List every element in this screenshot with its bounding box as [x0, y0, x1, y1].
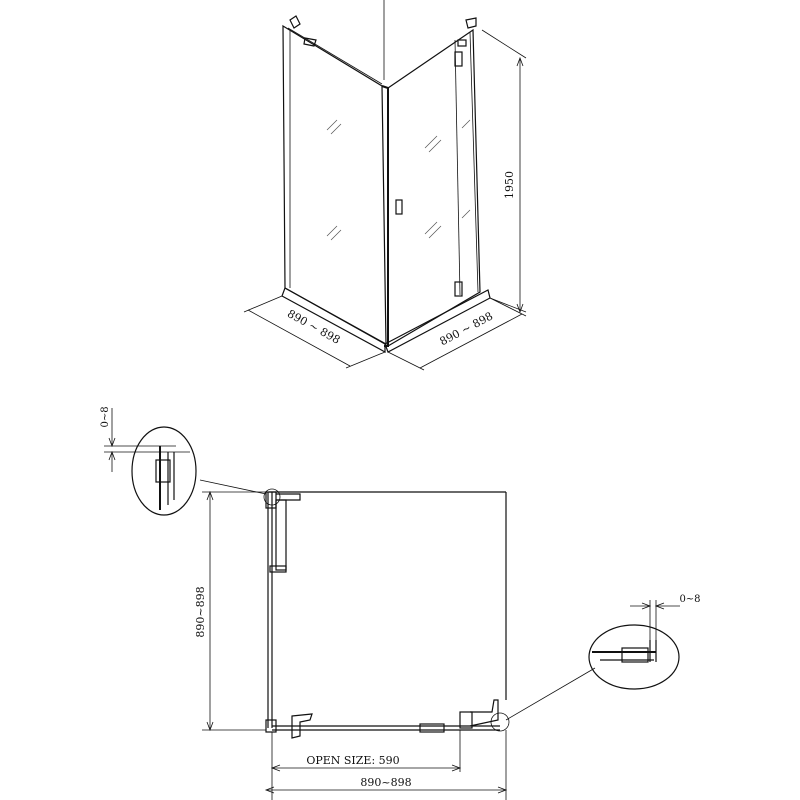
plan-depth-label: 890~898: [194, 586, 207, 637]
iso-right-width-label: 890 ~ 898: [438, 310, 495, 349]
door-handle: [395, 199, 403, 215]
right-door-panel: [387, 28, 481, 347]
detail-circle-right: 0~8: [588, 594, 701, 690]
isometric-view: 1950 890 ~ 898 890 ~ 898: [243, 0, 527, 371]
plan-width-dimension: 890~898: [264, 730, 508, 800]
plan-left-panel: [265, 491, 301, 728]
plan-width-label: 890~898: [360, 776, 411, 789]
left-glass-panel: [282, 24, 387, 346]
height-label: 1950: [503, 171, 516, 199]
gap-right-label: 0~8: [679, 594, 700, 605]
open-size-dimension: OPEN SIZE: 590: [270, 730, 462, 800]
detail-circle-top-left: 0~8: [100, 406, 197, 516]
upper-hinge: [454, 51, 463, 67]
gap-top-left-label: 0~8: [100, 406, 111, 427]
open-size-label: OPEN SIZE: 590: [306, 754, 399, 767]
plan-door: [265, 699, 500, 739]
lower-hinge: [454, 281, 463, 297]
height-dimension: 1950: [481, 29, 527, 314]
plan-view: 890~898 OPEN SIZE: 590 890~898: [100, 406, 701, 800]
plan-depth-dimension: 890~898: [194, 490, 266, 732]
